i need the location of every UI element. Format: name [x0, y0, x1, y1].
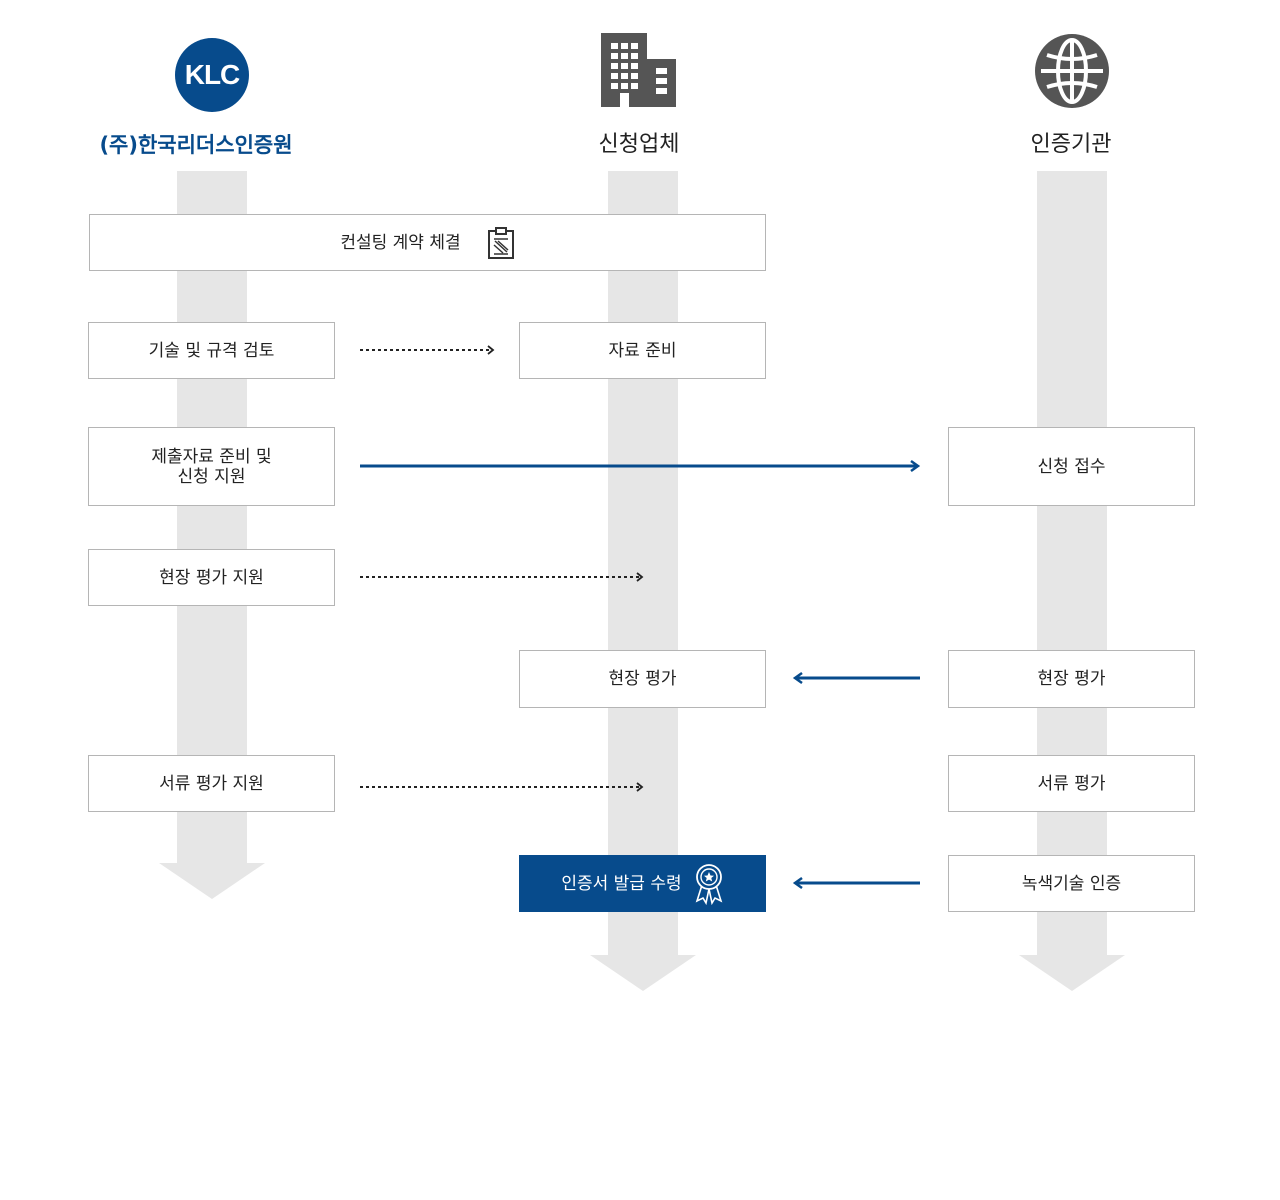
step-application-receipt: 신청 접수	[948, 427, 1195, 506]
step-consulting-contract: 컨설팅 계약 체결	[89, 214, 766, 271]
step-site-eval-support: 현장 평가 지원	[88, 549, 335, 606]
connector-submission	[360, 459, 921, 473]
connector-certification	[792, 876, 920, 890]
lane-certifier	[1037, 171, 1107, 956]
step-tech-review: 기술 및 규격 검토	[88, 322, 335, 379]
step-submission-support: 제출자료 준비 및 신청 지원	[88, 427, 335, 506]
lane-klc-arrowhead	[159, 863, 265, 899]
step-certificate-receipt: 인증서 발급 수령	[519, 855, 766, 912]
column-title-klc: (주)한국리더스인증원	[99, 133, 293, 157]
clipboard-icon	[487, 226, 515, 260]
step-doc-eval: 서류 평가	[948, 755, 1195, 812]
column-title-applicant: 신청업체	[598, 132, 680, 157]
globe-icon	[1034, 33, 1110, 113]
lane-certifier-arrowhead	[1019, 955, 1125, 991]
klc-logo: KLC	[175, 38, 249, 112]
building-icon	[601, 33, 676, 111]
lane-applicant	[608, 171, 678, 956]
step-site-eval-applicant: 현장 평가	[519, 650, 766, 708]
connector-site-eval	[792, 671, 920, 685]
connector-doc-eval-support	[360, 782, 644, 792]
award-ribbon-icon	[694, 863, 724, 905]
lane-klc	[177, 171, 247, 864]
connector-site-eval-support	[360, 572, 644, 582]
lane-applicant-arrowhead	[590, 955, 696, 991]
connector-tech-review	[360, 345, 495, 355]
step-label: 컨설팅 계약 체결	[340, 232, 461, 253]
column-title-certifier: 인증기관	[1030, 132, 1112, 157]
step-doc-eval-support: 서류 평가 지원	[88, 755, 335, 812]
step-label: 인증서 발급 수령	[561, 873, 682, 894]
step-site-eval-certifier: 현장 평가	[948, 650, 1195, 708]
step-prepare-docs: 자료 준비	[519, 322, 766, 379]
step-green-tech-cert: 녹색기술 인증	[948, 855, 1195, 912]
